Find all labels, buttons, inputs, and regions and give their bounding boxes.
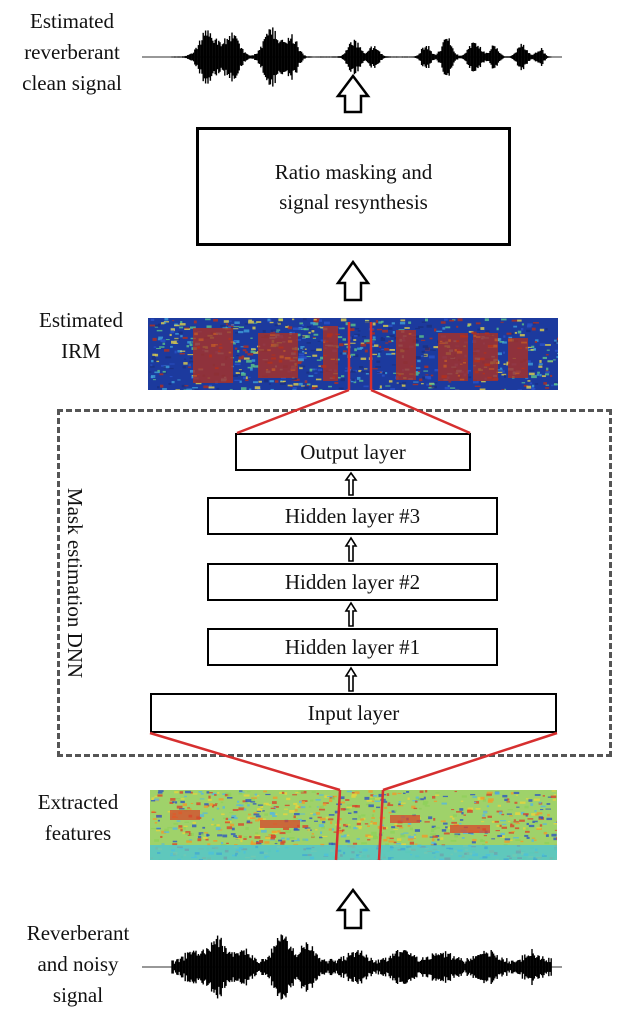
small-arrow-up-icon [344, 666, 358, 692]
estimated-clean-waveform [142, 27, 562, 87]
mask-estimation-dnn-group [57, 409, 612, 757]
extracted-features-label: Extracted features [37, 790, 119, 845]
estimated-irm-label: Estimated IRM [39, 308, 123, 363]
estimated-signal-label: Estimated reverberant clean signal [22, 9, 122, 95]
input-signal-label: Reverberant and noisy signal [26, 921, 130, 1007]
small-arrow-up-icon [344, 536, 358, 562]
input-layer-box: Input layer [150, 693, 557, 733]
ratio-masking-box: Ratio masking and signal resynthesis [196, 127, 511, 246]
extracted-features-spectrogram [150, 790, 557, 860]
irm-frame-connector [236, 322, 471, 435]
estimated-irm-spectrogram [148, 318, 558, 390]
ratio-masking-line-2: signal resynthesis [279, 189, 428, 214]
ratio-masking-line-1: Ratio masking and [274, 159, 433, 184]
hidden-layer-2-box: Hidden layer #2 [207, 563, 498, 601]
small-arrow-up-icon [344, 471, 358, 496]
arrow-up-icon [335, 887, 371, 930]
output-layer-box: Output layer [235, 433, 471, 471]
reverberant-noisy-waveform [142, 934, 562, 1000]
hidden-layer-1-box: Hidden layer #1 [207, 628, 498, 666]
hidden-layer-3-box: Hidden layer #3 [207, 497, 498, 535]
arrow-up-icon [335, 73, 371, 114]
feature-window-connector [149, 731, 558, 861]
small-arrow-up-icon [344, 601, 358, 627]
arrow-up-icon [335, 259, 371, 302]
